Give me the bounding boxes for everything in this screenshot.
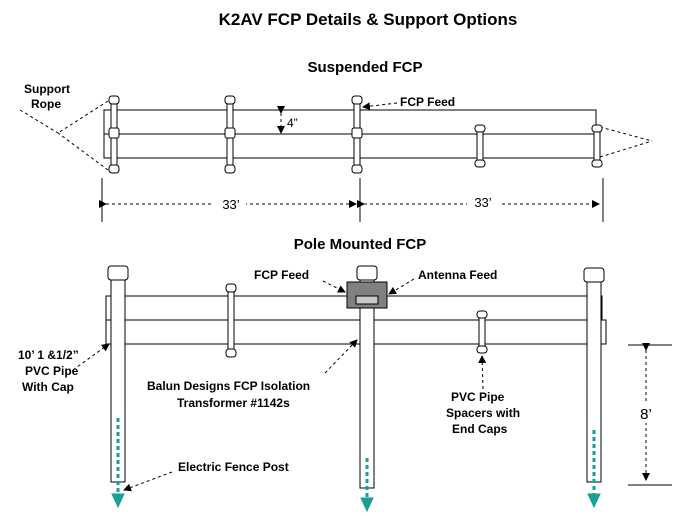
dimension-right-label: 33’: [474, 195, 491, 210]
spacing-label: 4”: [287, 116, 298, 130]
pvc-pole-right: [583, 267, 605, 509]
spacer-label-line3: End Caps: [452, 422, 508, 436]
balun-label-line1: Balun Designs FCP Isolation: [147, 379, 310, 393]
pole-heading: Pole Mounted FCP: [294, 236, 427, 253]
height-label: 8’: [640, 406, 652, 423]
diagram-title: K2AV FCP Details & Support Options: [219, 10, 518, 29]
support-rope-label-line2: Rope: [31, 97, 61, 111]
dimension-left-label: 33’: [222, 197, 239, 212]
pole-spacer-short: [476, 310, 488, 354]
spacer-label-line2: Spacers with: [446, 406, 520, 420]
spacer-short-2: [591, 124, 603, 168]
support-rope-label-line1: Support: [24, 82, 70, 96]
spacer-long-1: [108, 95, 120, 174]
spacer-label-line1: PVC Pipe: [451, 390, 505, 404]
pvc-label-line2: PVC Pipe: [25, 364, 79, 378]
balun-transformer: [346, 281, 388, 309]
fence-post-label: Electric Fence Post: [178, 460, 289, 474]
antenna-feed-label: Antenna Feed: [418, 268, 497, 282]
suspended-fcp-feed-label: FCP Feed: [400, 95, 455, 109]
pvc-pole-left: [107, 265, 129, 509]
pole-fcp-feed-label: FCP Feed: [254, 268, 309, 282]
pole-spacer-long: [225, 283, 237, 358]
pvc-label-line1: 10’ 1 &1/2”: [18, 348, 79, 362]
spacer-long-3: [351, 95, 363, 174]
upper-wire: [103, 109, 597, 135]
suspended-heading: Suspended FCP: [307, 59, 422, 76]
pvc-pole-center: [356, 265, 378, 513]
spacer-long-2: [224, 95, 236, 174]
spacer-short-1: [474, 124, 486, 168]
pvc-label-line3: With Cap: [22, 380, 74, 394]
suspended-fcp-section: Suspended FCP: [19, 59, 653, 222]
pole-mounted-fcp-section: Pole Mounted FCP: [18, 236, 672, 513]
lower-wire: [103, 133, 599, 159]
balun-label-line2: Transformer #1142s: [177, 396, 290, 410]
